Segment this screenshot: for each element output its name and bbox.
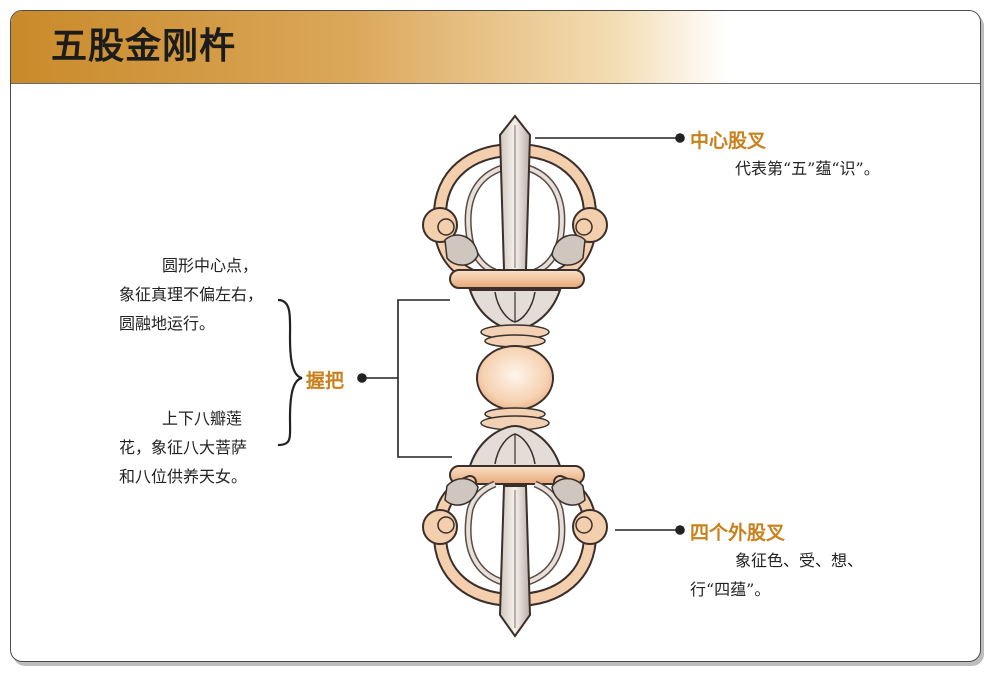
page-title: 五股金刚杵 [51, 26, 237, 67]
title-bar: 五股金刚杵 [11, 11, 980, 83]
desc-center-prong: 代表第“五”蕴“识”。 [735, 159, 880, 178]
note-top-line-2: 象征真理不偏左右， [119, 285, 264, 304]
note-top-line-3: 圆融地运行。 [119, 314, 216, 333]
note-bottom-line-2: 花，象征八大菩萨 [119, 438, 248, 457]
illustration-card: 五股金刚杵 [10, 10, 981, 662]
title-divider [11, 83, 980, 84]
note-bottom-line-3: 和八位供养天女。 [119, 467, 248, 486]
label-outer-prongs: 四个外股叉 [690, 522, 786, 544]
grip-center-ball [476, 345, 554, 411]
note-bottom-line-1: 上下八瓣莲 [162, 409, 243, 428]
leader-lines [277, 133, 685, 535]
bottom-ring [449, 465, 585, 485]
lotus-top [468, 289, 562, 348]
top-ring [449, 269, 585, 289]
label-center-prong: 中心股叉 [690, 130, 767, 152]
vajra-bottom-head [422, 465, 608, 638]
grip-bracket-line [397, 299, 452, 458]
desc-outer-prongs-line-2: 行“四蕴”。 [690, 580, 771, 599]
label-grip: 握把 [306, 370, 345, 392]
note-top-line-1: 圆形中心点， [162, 256, 259, 275]
vajra-top-head [422, 114, 608, 289]
notes-curly-brace [277, 298, 303, 447]
lotus-bottom [468, 407, 562, 467]
desc-outer-prongs-line-1: 象征色、受、想、 [735, 551, 864, 570]
